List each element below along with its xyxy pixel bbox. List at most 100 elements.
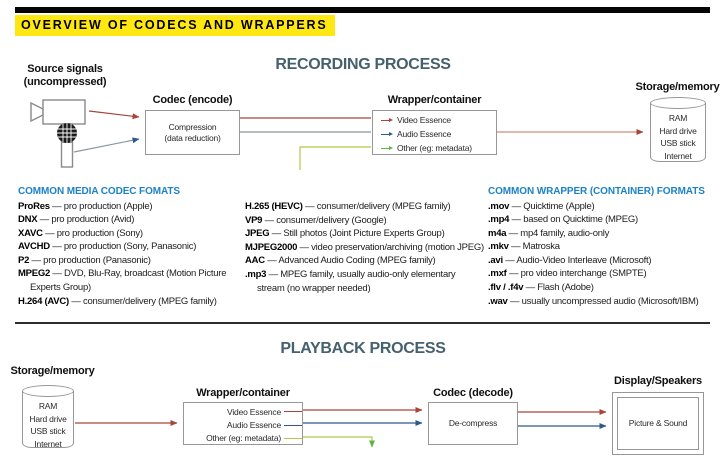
- format-desc: — Advanced Audio Coding (MPEG family): [267, 255, 436, 267]
- format-desc: — consumer/delivery (Google): [264, 214, 387, 226]
- format-term: .mp4: [488, 214, 510, 226]
- source-signals-line1: Source signals: [27, 63, 103, 75]
- format-term: MJPEG2000: [245, 241, 298, 253]
- display-speakers-label: Display/Speakers: [614, 375, 702, 387]
- storage-item: RAM: [38, 401, 58, 411]
- wrapper-container-box-playback: Video Essence Audio Essence Other (eg: m…: [183, 402, 303, 445]
- storage-memory-label-recording: Storage/memory: [635, 81, 720, 93]
- format-item: AVCHD — pro production (Sony, Panasonic): [18, 240, 248, 254]
- essence-label: Video Essence: [397, 115, 451, 125]
- format-item: .mxf — pro video interchange (SMPTE): [488, 267, 723, 281]
- format-term: .mov: [488, 200, 510, 212]
- format-item: .mp4 — based on Quicktime (MPEG): [488, 213, 723, 227]
- source-signals-line2: (uncompressed): [23, 76, 107, 88]
- page-title: OVERVIEW OF CODECS AND WRAPPERS: [15, 15, 335, 36]
- display-text: Picture & Sound: [628, 418, 688, 428]
- format-item: VP9 — consumer/delivery (Google): [245, 214, 485, 228]
- format-item: m4a — mp4 family, audio-only: [488, 227, 723, 241]
- wrapper-container-label-playback: Wrapper/container: [196, 387, 290, 399]
- essence-arrow-icon: [381, 118, 393, 122]
- source-signals-label: Source signals (uncompressed): [13, 63, 117, 89]
- essence-label: Video Essence: [227, 406, 281, 417]
- format-term: .avi: [488, 254, 503, 266]
- format-term: .flv / .f4v: [488, 282, 524, 294]
- format-item: AAC — Advanced Audio Coding (MPEG family…: [245, 254, 485, 268]
- camera-to-codec-arrow: [88, 110, 140, 120]
- format-item: JPEG — Still photos (Joint Picture Exper…: [245, 227, 485, 241]
- format-item: DNX — pro production (Avid): [18, 213, 248, 227]
- essence-line: [284, 424, 302, 426]
- codec-formats-column-1: COMMON MEDIA CODEC FOMATS ProRes — pro p…: [18, 186, 248, 308]
- format-term: H.265 (HEVC): [245, 201, 303, 212]
- storage-item: Hard drive: [29, 413, 67, 424]
- format-term: VP9: [245, 214, 263, 226]
- essence-line: [284, 437, 302, 439]
- format-item: H.265 (HEVC) — consumer/delivery (MPEG f…: [245, 200, 485, 214]
- microphone-icon: [57, 123, 77, 168]
- format-desc: — MPEG family, usually audio-only elemen…: [257, 268, 456, 294]
- format-term: DNX: [18, 214, 38, 226]
- format-desc: — based on Quicktime (MPEG): [511, 214, 639, 226]
- codec-encode-body2: (data reduction): [164, 132, 221, 143]
- format-term: H.264 (AVC): [18, 295, 69, 307]
- format-desc: — Audio-Video Interleave (Microsoft): [505, 254, 652, 266]
- format-item: .flv / .f4v — Flash (Adobe): [488, 281, 723, 295]
- format-desc: — Still photos (Joint Picture Experts Gr…: [271, 228, 445, 240]
- codec-decode-label: Codec (decode): [433, 387, 513, 399]
- format-desc: — DVD, Blu-Ray, broadcast (Motion Pictur…: [30, 268, 227, 294]
- codec-encode-label: Codec (encode): [152, 94, 233, 106]
- format-desc: — Flash (Adobe): [525, 282, 594, 294]
- wrapper-row: Video Essence: [373, 113, 496, 127]
- essence-label: Audio Essence: [226, 420, 281, 431]
- format-term: .mkv: [488, 241, 509, 253]
- top-rule: [15, 7, 710, 13]
- essence-label: Other (eg: metadata): [397, 143, 472, 153]
- essence-line: [284, 411, 302, 413]
- essence-label: Other (eg: metadata): [206, 433, 281, 444]
- wrapper-row: Audio Essence: [373, 127, 496, 141]
- format-item: .wav — usually uncompressed audio (Micro…: [488, 295, 723, 309]
- format-desc: — consumer/delivery (MPEG family): [305, 201, 451, 212]
- wrapper-row: Video Essence: [184, 405, 302, 418]
- format-desc: — consumer/delivery (MPEG family): [71, 295, 217, 307]
- codec-encode-body1: Compression: [168, 121, 217, 132]
- codec-formats-heading: COMMON MEDIA CODEC FOMATS: [18, 186, 180, 197]
- format-desc: — Quicktime (Apple): [511, 200, 595, 212]
- format-item: P2 — pro production (Panasonic): [18, 254, 248, 268]
- format-desc: — Matroska: [511, 241, 560, 253]
- storage-item: USB stick: [30, 426, 66, 436]
- recording-process-heading: RECORDING PROCESS: [275, 56, 451, 73]
- format-item: H.264 (AVC) — consumer/delivery (MPEG fa…: [18, 295, 248, 309]
- storage-item: Hard drive: [659, 125, 697, 136]
- display-speakers-box: Picture & Sound: [612, 392, 704, 455]
- storage-item: USB stick: [660, 138, 696, 148]
- format-term: m4a: [488, 227, 507, 239]
- codec-decode-box: De-compress: [428, 402, 518, 445]
- format-term: .wav: [488, 295, 508, 307]
- format-desc: — pro production (Sony, Panasonic): [52, 241, 197, 253]
- mic-to-codec-arrow: [73, 137, 140, 153]
- video-camera-icon: [30, 99, 86, 125]
- format-item: ProRes — pro production (Apple): [18, 200, 248, 214]
- wrapper-container-box-recording: Video Essence Audio Essence Other (eg: m…: [372, 110, 497, 155]
- storage-item: Internet: [34, 438, 62, 449]
- format-desc: — mp4 family, audio-only: [508, 227, 610, 239]
- format-item: .mp3 — MPEG family, usually audio-only e…: [245, 268, 485, 295]
- wrapper-row: Audio Essence: [184, 418, 302, 431]
- format-desc: — pro production (Sony): [45, 227, 143, 239]
- format-term: XAVC: [18, 227, 43, 239]
- wrapper-container-label-recording: Wrapper/container: [387, 94, 482, 106]
- format-term: ProRes: [18, 200, 50, 212]
- format-desc: — pro video interchange (SMPTE): [508, 268, 647, 280]
- format-item: MPEG2 — DVD, Blu-Ray, broadcast (Motion …: [18, 267, 248, 294]
- format-term: P2: [18, 254, 30, 266]
- storage-item: Internet: [664, 150, 692, 161]
- metadata-out-arrow: [303, 436, 375, 448]
- format-term: AAC: [245, 255, 265, 267]
- format-item: XAVC — pro production (Sony): [18, 227, 248, 241]
- format-item: .mov — Quicktime (Apple): [488, 200, 723, 214]
- format-term: MPEG2: [18, 268, 51, 280]
